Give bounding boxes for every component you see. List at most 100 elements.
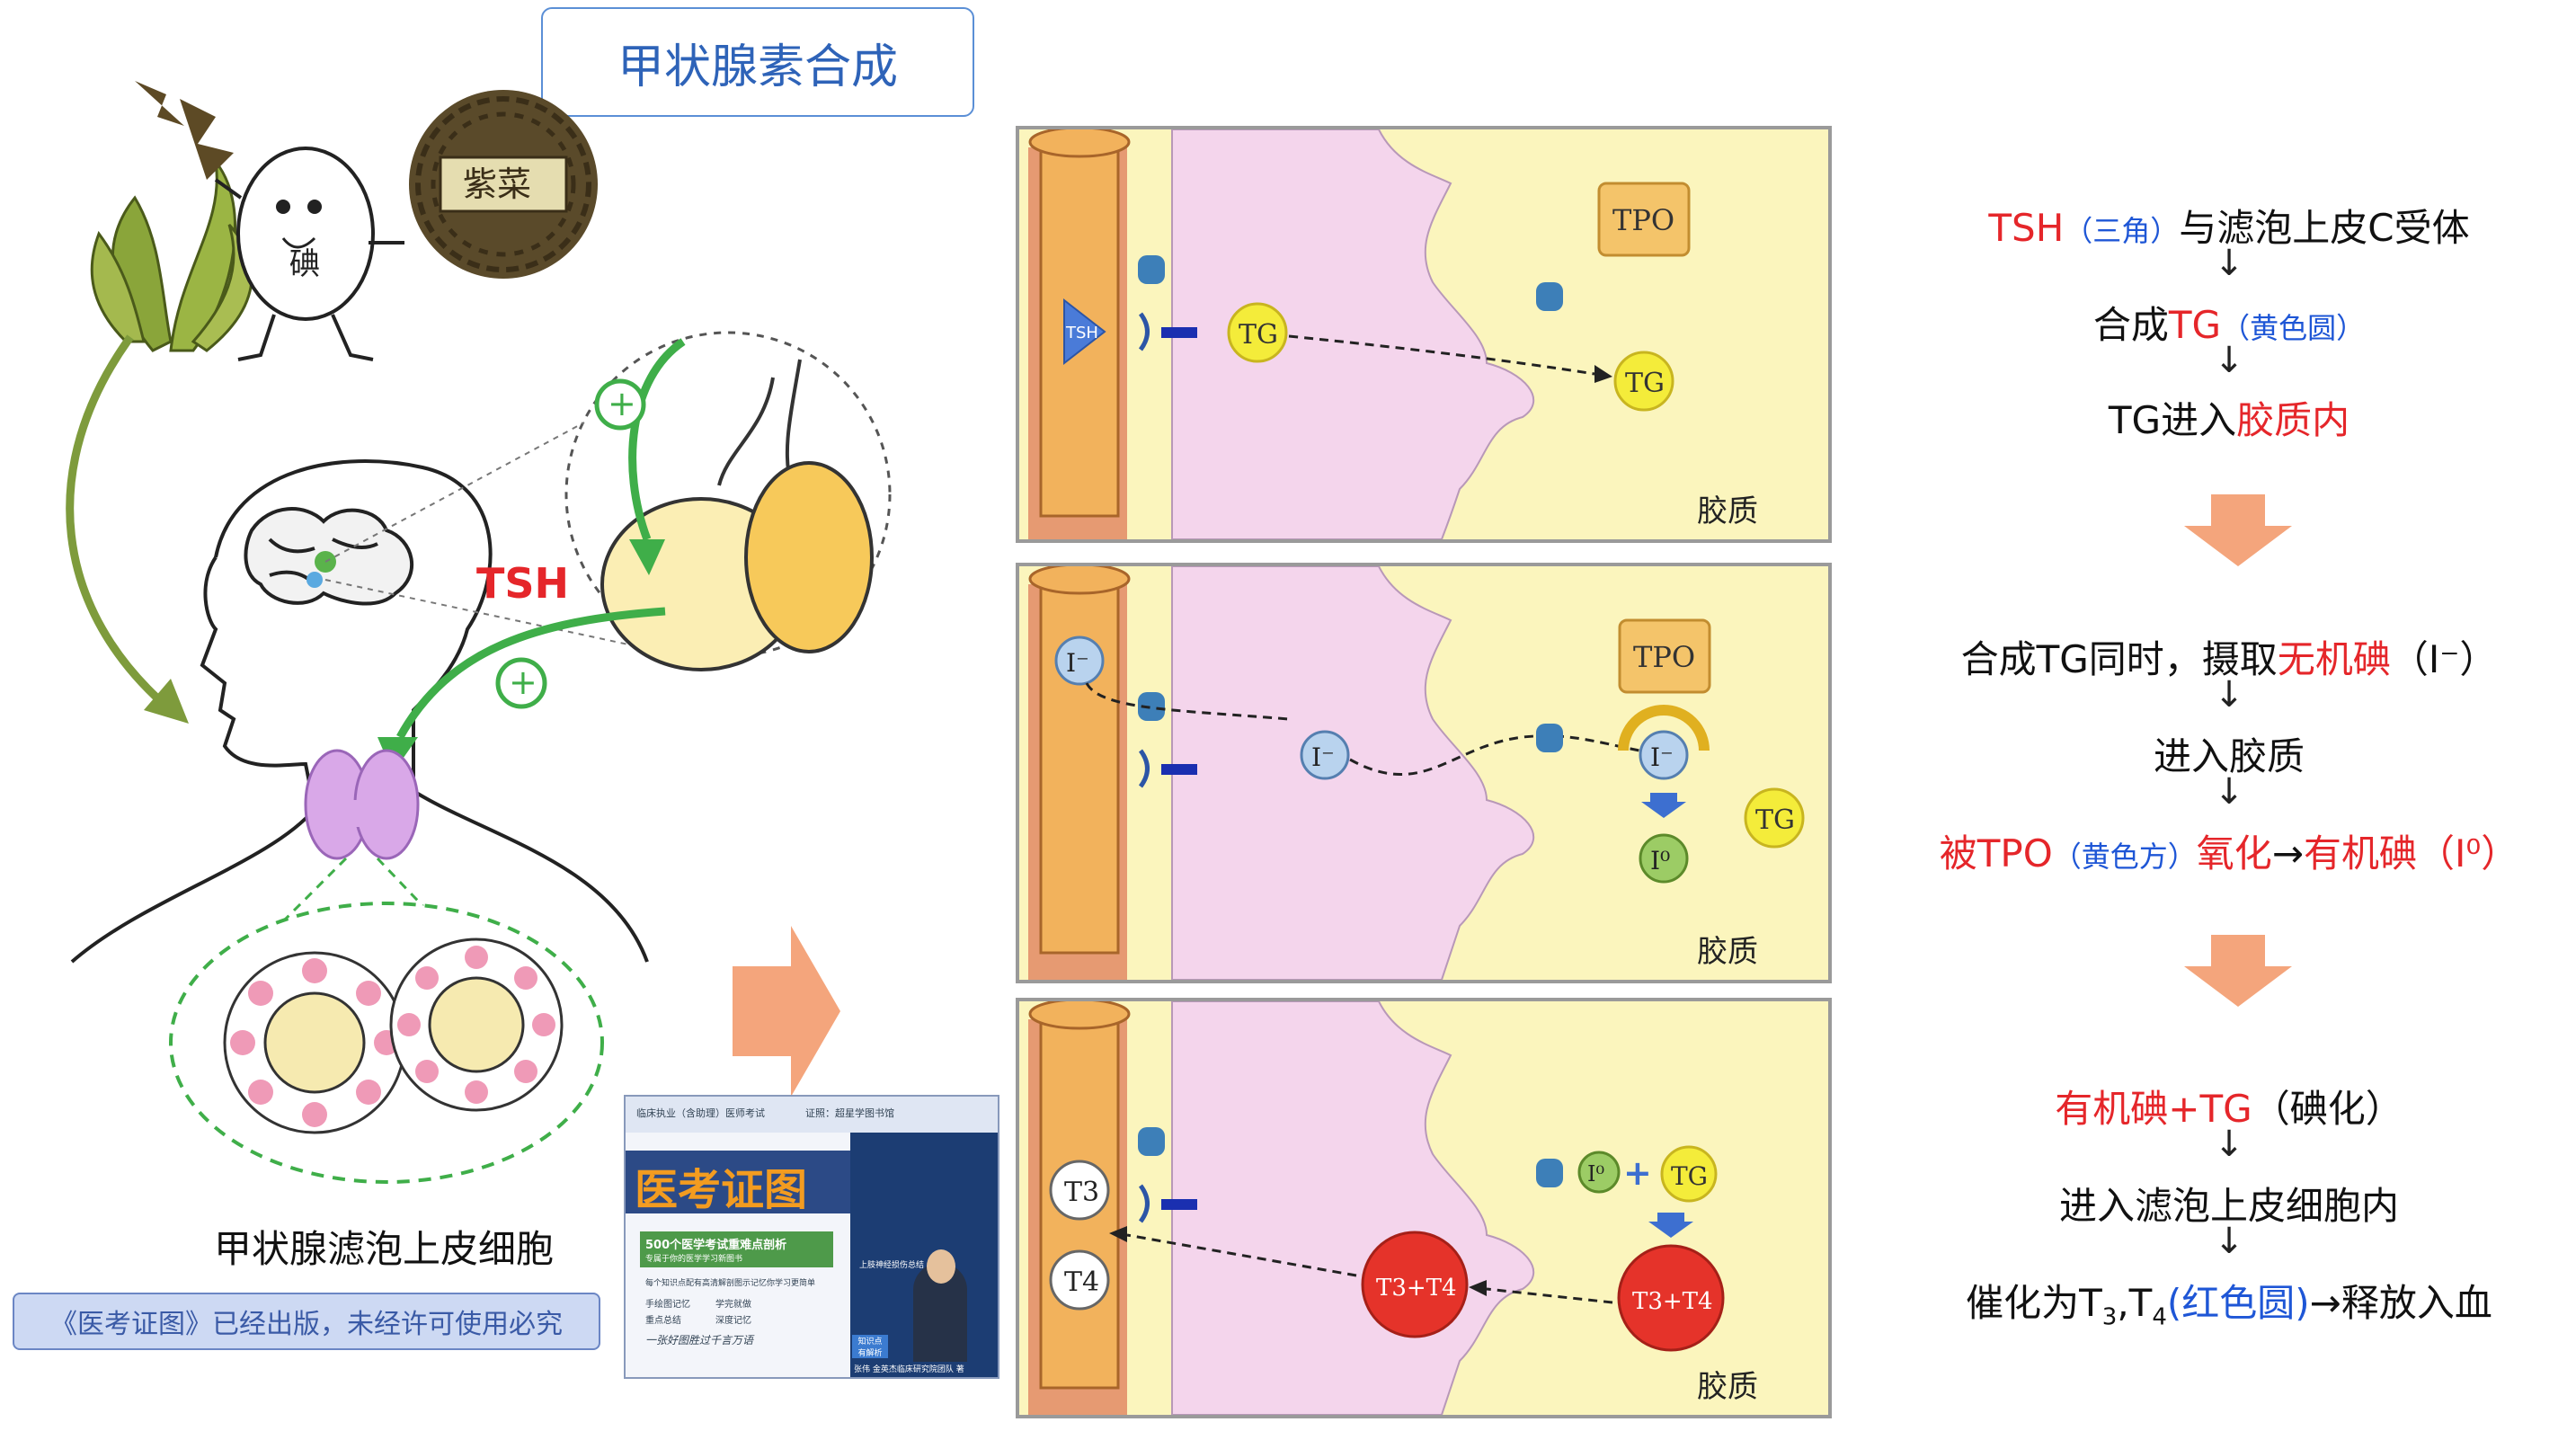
book-count-line: 500个医学考试重难点剖析 — [645, 1239, 787, 1252]
t4-label: T4 — [1064, 1267, 1099, 1298]
iodide-cell-label: I⁻ — [1311, 742, 1335, 772]
membrane-channel — [1138, 692, 1165, 721]
posterior-pituitary — [744, 461, 874, 653]
flow-arrow-1: ↓ — [2214, 243, 2244, 284]
flow-s9-comma: ,T — [2117, 1281, 2153, 1325]
flow-s6-arrow: → — [2271, 831, 2305, 875]
svg-text:+: + — [608, 384, 636, 423]
tpo-square — [1618, 618, 1711, 694]
food-arrow-head — [144, 679, 189, 724]
page-title: 甲状腺素合成 — [541, 7, 974, 117]
flow-s4-a: 合成TG同时，摄取 — [1960, 637, 2278, 681]
flow-s7-rest: （碘化） — [2252, 1087, 2403, 1131]
iodine-character: 碘 — [214, 147, 404, 361]
flow-step-3: TG进入胶质内 — [1905, 390, 2553, 445]
capillary — [1039, 573, 1120, 955]
flow-s7-red: 有机碘+TG — [2055, 1087, 2252, 1131]
receptor-bar — [1161, 327, 1197, 338]
panel-iodine-uptake: I⁻ I⁻ TPO I⁻ I⁰ TG 胶质 — [1016, 563, 1832, 983]
t3t4-circle-cell — [1361, 1231, 1469, 1338]
iodine-character-label: 碘 — [289, 246, 320, 282]
flow-s3-red: 胶质内 — [2236, 398, 2350, 442]
t4-circle — [1049, 1249, 1110, 1311]
tg-label: TG — [1239, 319, 1278, 351]
tsh-arrow — [396, 607, 666, 740]
flow-s1-blue: （三角） — [2064, 214, 2180, 248]
copyright-notice: 《医考证图》已经出版，未经许可使用必究 — [13, 1293, 600, 1350]
flow-s4-b: （I⁻） — [2390, 637, 2498, 681]
flow-s9-sub1: 3 — [2101, 1303, 2118, 1331]
book-line-2: 每个知识点配有高清解剖图示记忆你学习更简单 — [645, 1279, 816, 1288]
tg-colloid-label: TG — [1625, 368, 1665, 399]
plus-icon-2 — [495, 657, 547, 709]
flow-big-arrow-2 — [2184, 935, 2292, 1007]
flow-s1-rest: 与滤泡上皮C受体 — [2179, 206, 2470, 250]
process-flow: TSH（三角）与滤泡上皮C受体 ↓ 合成TG（黄色圆） ↓ TG进入胶质内 合成… — [1905, 189, 2553, 1357]
flow-s9-rest: →释放入血 — [2309, 1281, 2492, 1325]
tg-circle — [1227, 302, 1288, 363]
book-subheader: 证照：超星学图书馆 — [805, 1107, 894, 1119]
book-check-1: 手绘图记忆 — [645, 1300, 690, 1310]
epithelial-cell — [1171, 129, 1535, 539]
book-line-1: 专属于你的医学学习新图书 — [645, 1255, 743, 1264]
down-arrow — [1648, 1213, 1693, 1238]
tsh-receptor — [1138, 312, 1150, 351]
book-topic: 上肢神经损伤总结 — [859, 1261, 925, 1270]
t3t4-circle-colloid — [1617, 1244, 1725, 1352]
author-face — [927, 1249, 955, 1284]
epithelial-cell — [1171, 566, 1535, 980]
book-check-3: 重点总结 — [645, 1316, 681, 1326]
flow-arrow-2: ↓ — [2214, 340, 2244, 381]
t3-circle — [1049, 1160, 1110, 1221]
iodine0-label: I⁰ — [1587, 1161, 1604, 1187]
t3t4-colloid-label: T3+T4 — [1632, 1288, 1713, 1315]
flow-s6-blue: （黄色方） — [2052, 840, 2197, 874]
flow-step-2: 合成TG（黄色圆） — [1905, 295, 2553, 350]
membrane-channel — [1138, 255, 1165, 284]
pituitary-dot — [306, 572, 323, 588]
flow-s6-red2: 氧化 — [2196, 831, 2272, 875]
t3-label: T3 — [1064, 1177, 1099, 1208]
flow-s2-red: TG — [2168, 303, 2222, 347]
flow-step-7: 有机碘+TG（碘化） — [1905, 1079, 2553, 1133]
book-slogan: 一张好图胜过千言万语 — [645, 1334, 754, 1347]
book-header: 临床执业（含助理）医师考试 — [636, 1107, 765, 1119]
book-check-2: 学完就做 — [715, 1300, 751, 1310]
iodide-ion-colloid — [1639, 730, 1689, 780]
flow-step-5: 进入胶质 — [2153, 734, 2305, 778]
tg-circle-colloid — [1613, 351, 1674, 412]
colloid-label: 胶质 — [1697, 934, 1758, 970]
book-title: 医考证图 — [635, 1165, 808, 1215]
down-arrow — [1641, 793, 1686, 818]
flow-arrow-8: ↓ — [2214, 1221, 2244, 1262]
book-check-4: 深度记忆 — [715, 1316, 751, 1326]
flow-step-6: 被TPO（黄色方）氧化→有机碘（I⁰） — [1905, 823, 2553, 878]
seaweed-drawing — [90, 81, 253, 352]
tsh-label: TSH — [476, 559, 569, 608]
flow-s9-blue: (红色圆) — [2166, 1281, 2310, 1325]
apical-channel — [1536, 724, 1563, 752]
tpo-label: TPO — [1612, 203, 1674, 237]
book-cover[interactable]: 临床执业（含助理）医师考试 证照：超星学图书馆 医考证图 500个医学考试重难点… — [624, 1095, 999, 1379]
flow-s9-sub2: 4 — [2152, 1303, 2167, 1331]
flow-s9-a: 催化为T — [1966, 1281, 2102, 1325]
follicle-right — [389, 938, 564, 1112]
iodide-ion-cell — [1300, 730, 1350, 780]
svg-text:+: + — [509, 662, 537, 702]
tsh-triangle-label: TSH — [1065, 324, 1098, 342]
flow-arrow-4: ↓ — [2214, 674, 2244, 716]
apical-channel — [1536, 282, 1563, 311]
book-badge-text: 知识点 — [857, 1338, 883, 1347]
flow-arrow-7: ↓ — [2214, 1124, 2244, 1165]
flow-step-9: 催化为T3,T4(红色圆)→释放入血 — [1905, 1273, 2553, 1330]
panel-hormone-release: T3 T4 I⁰ + TG T3+T4 T3+T4 胶质 — [1016, 998, 1832, 1418]
tsh-triangle — [1063, 298, 1106, 366]
thyroid-anatomy-illustration: 碘 紫菜 + TSH + — [66, 81, 892, 1184]
flow-step-4: 合成TG同时，摄取无机碘（I⁻） — [1905, 629, 2553, 684]
panel-tg-synthesis: TSH TPO TG TG 胶质 — [1016, 126, 1832, 543]
iodine0-circle — [1577, 1151, 1621, 1194]
flow-step-8: 进入滤泡上皮细胞内 — [2058, 1184, 2399, 1228]
flow-s6-red3: 有机碘 — [2304, 831, 2418, 875]
colloid-label: 胶质 — [1697, 1369, 1758, 1405]
head-silhouette — [70, 459, 649, 964]
